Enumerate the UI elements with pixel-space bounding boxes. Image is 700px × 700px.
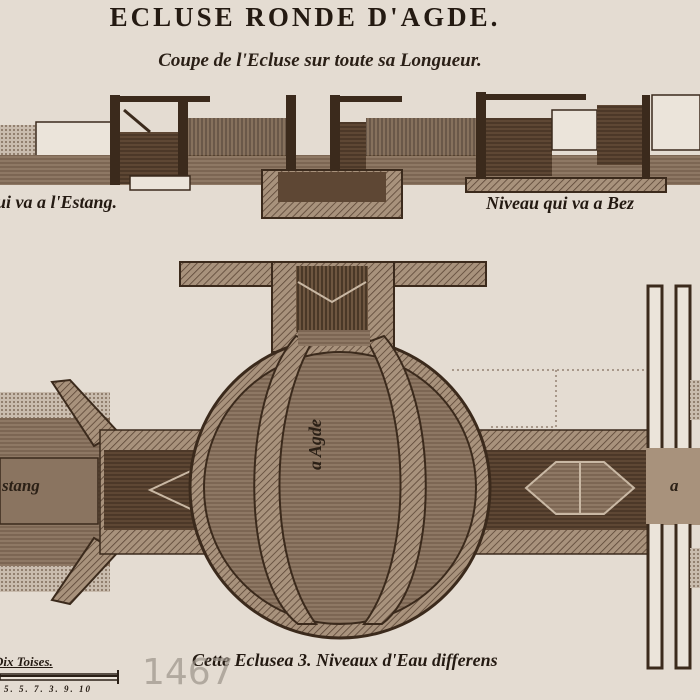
plate-subtitle: Coupe de l'Ecluse sur toute sa Longueur. [158, 50, 482, 71]
channel-label-right: a [670, 476, 679, 495]
plate-caption: Cette Eclusea 3. Niveaux d'Eau differens [192, 650, 498, 670]
level-label-beziers: Niveau qui va a Bez [486, 193, 634, 213]
scale-bar [0, 670, 119, 684]
basin-label-agde: a Agde [305, 419, 325, 470]
scale-label: Dix Toises. [0, 654, 53, 669]
level-label-estang: ui va a l'Estang. [0, 192, 118, 212]
longitudinal-section [0, 92, 700, 219]
scale-ticks: 5. 5. 7. 3. 9. 10 [4, 684, 92, 694]
pencil-inventory-mark: 1467 [142, 652, 234, 693]
plan-view [0, 261, 700, 670]
plate-title: ECLUSE RONDE D'AGDE. [109, 2, 501, 32]
channel-label-left: stang [2, 476, 40, 495]
